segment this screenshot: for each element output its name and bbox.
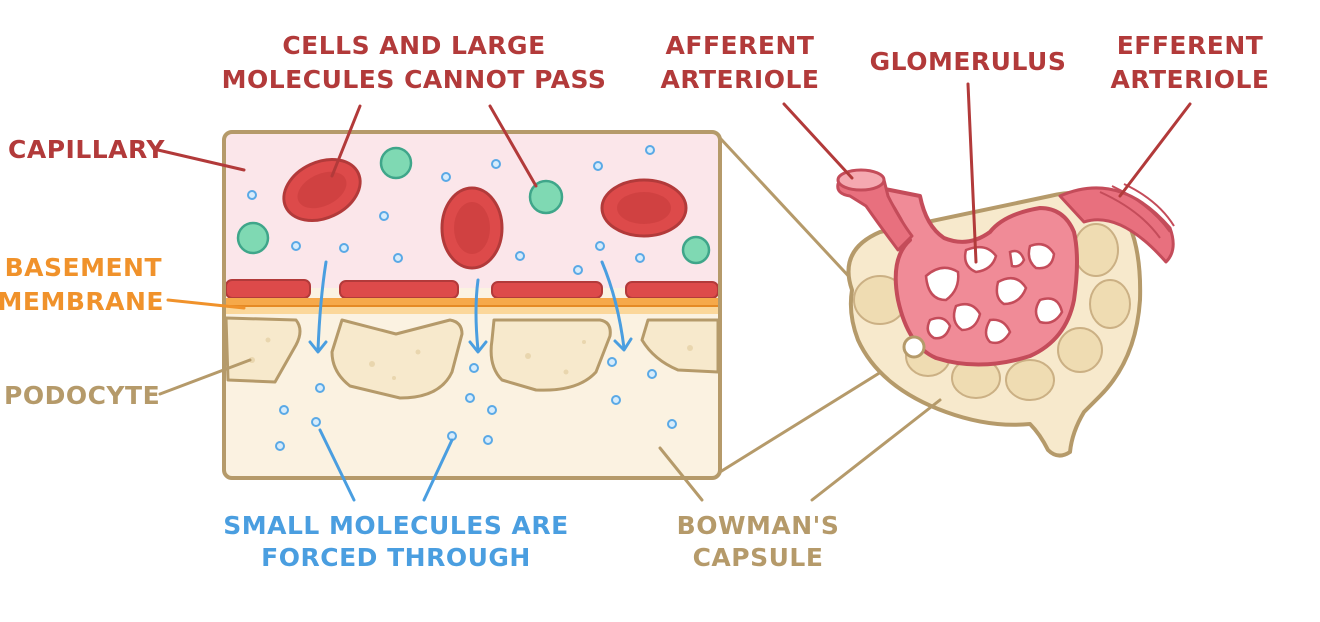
small-pointer-1 [318, 428, 356, 502]
afferent-pointer [782, 102, 854, 180]
small-molecules [247, 145, 677, 451]
filtration-arrow [308, 260, 328, 354]
red-blood-cell [440, 186, 504, 270]
basement-membrane [224, 298, 720, 314]
filtration-arrows [308, 260, 633, 354]
label-cells-cannot-pass-line2: MOLECULES CANNOT PASS [222, 65, 607, 94]
podocyte-pointer [158, 358, 252, 396]
label-bowmans-capsule-line1: BOWMAN'S [677, 511, 840, 540]
label-podocyte: PODOCYTE [4, 381, 160, 410]
large-molecule [528, 179, 564, 215]
capillary-loops [924, 243, 1064, 345]
labels: CAPILLARY BASEMENT MEMBRANE PODOCYTE CEL… [0, 31, 1269, 572]
bowman-pointer-1 [658, 446, 704, 502]
cells-pointer-2 [488, 104, 538, 188]
large-molecule [379, 146, 413, 180]
endothelial-cell [491, 281, 603, 299]
podocyte-cell [489, 318, 612, 392]
pointer-lines [156, 82, 1192, 502]
glomerulus-pointer [966, 82, 978, 264]
filtration-panel [222, 130, 722, 480]
podocyte-cells [224, 316, 720, 400]
red-blood-cell [282, 158, 362, 222]
capillary-pointer [156, 148, 246, 172]
afferent-arteriole-opening [836, 168, 886, 192]
label-basement-membrane-line1: BASEMENT [5, 253, 162, 282]
large-molecule [681, 235, 711, 265]
label-efferent-arteriole-line2: ARTERIOLE [1111, 65, 1270, 94]
endothelial-cell [225, 279, 311, 299]
label-small-molecules-line1: SMALL MOLECULES ARE [223, 511, 568, 540]
podocyte-cell [224, 316, 302, 384]
label-capillary: CAPILLARY [8, 135, 165, 164]
zoom-spot-marker [902, 335, 926, 359]
cells-pointer-1 [330, 104, 362, 178]
label-efferent-arteriole-line1: EFFERENT [1117, 31, 1264, 60]
label-basement-membrane-line2: MEMBRANE [0, 287, 164, 316]
label-afferent-arteriole-line2: ARTERIOLE [661, 65, 820, 94]
glomerulus-vessel [836, 168, 1175, 367]
label-glomerulus: GLOMERULUS [870, 47, 1067, 76]
label-afferent-arteriole-line1: AFFERENT [666, 31, 815, 60]
large-molecules [236, 146, 711, 265]
endothelial-cell [339, 280, 459, 299]
podocyte-cell [640, 318, 720, 374]
endothelial-cell [625, 281, 719, 299]
red-blood-cells [282, 158, 688, 270]
efferent-pointer [1118, 102, 1192, 198]
basement-pointer [166, 298, 246, 310]
bowman-pointer-2 [810, 398, 942, 502]
label-bowmans-capsule-line2: CAPSULE [693, 543, 824, 572]
filtration-arrow [468, 278, 488, 354]
label-small-molecules-line2: FORCED THROUGH [261, 543, 531, 572]
red-blood-cell [600, 178, 688, 238]
large-molecule [236, 221, 270, 255]
label-cells-cannot-pass-line1: CELLS AND LARGE [282, 31, 545, 60]
podocyte-cell [330, 318, 464, 400]
filtration-arrow [600, 260, 633, 352]
small-pointer-2 [422, 438, 454, 502]
